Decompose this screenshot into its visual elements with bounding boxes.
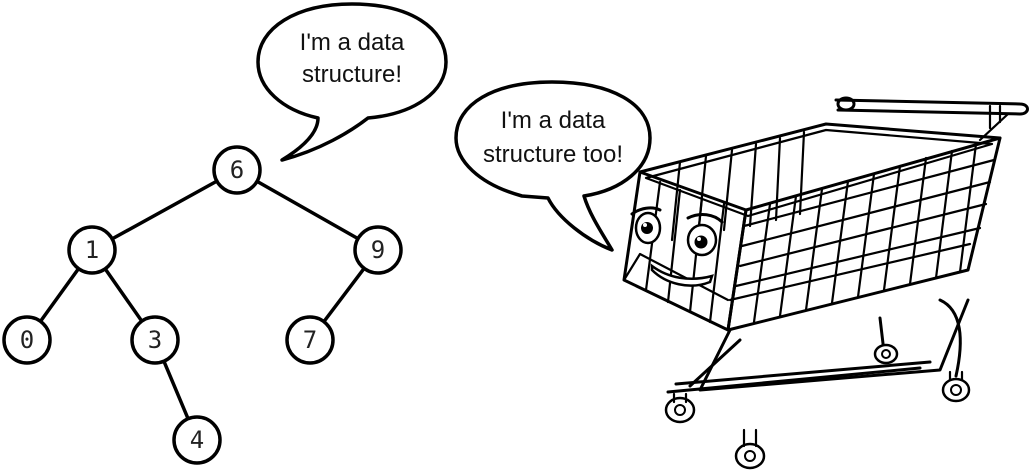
cart-wheel-back-right [941, 370, 971, 403]
cart-bubble-line-2: structure too! [483, 141, 623, 168]
tree-speech-bubble: I'm a data structure! [256, 2, 448, 162]
tree-node-label: 9 [371, 236, 385, 264]
tree-edge-6-1 [90, 168, 239, 252]
tree-node-circle [353, 225, 403, 275]
cart-handle-grip [836, 96, 856, 112]
cart-chassis [666, 298, 970, 394]
tree-node-circle [130, 315, 180, 365]
cart-handle [834, 98, 1029, 116]
cart-face [630, 206, 724, 287]
tree-nodes: 6 1 9 0 3 7 4 [2, 145, 403, 465]
tree-node-3: 3 [130, 315, 180, 365]
cart-handle-bracket [978, 104, 1010, 142]
cart-bubble-outline [454, 80, 652, 252]
tree-node-4: 4 [172, 415, 222, 465]
tree-node-label: 7 [303, 326, 317, 354]
tree-edges [25, 168, 380, 442]
tree-node-circle [212, 145, 262, 195]
tree-bubble-line-1: I'm a data [300, 29, 405, 56]
cart-wheels [664, 343, 971, 470]
cart-back-bars [670, 130, 806, 242]
tree-bubble-outline [256, 2, 448, 162]
tree-node-circle [172, 415, 222, 465]
tree-node-label: 1 [85, 236, 99, 264]
cart-right-eyebrow [686, 213, 724, 224]
cart-wheel-back-left [873, 343, 899, 365]
tree-bubble-line-2: structure! [302, 61, 402, 88]
tree-node-label: 0 [20, 326, 34, 354]
tree-node-label: 6 [230, 156, 244, 184]
cart-wheel-front-right [734, 428, 766, 470]
cart-speech-bubble: I'm a data structure too! [454, 80, 652, 252]
tree-node-7: 7 [285, 315, 335, 365]
binary-tree: 6 1 9 0 3 7 4 [2, 145, 403, 465]
tree-node-0: 0 [2, 315, 52, 365]
shopping-cart-illustration [622, 96, 1029, 470]
cart-left-eyebrow [630, 206, 662, 216]
tree-edge-6-9 [235, 168, 380, 252]
tree-node-6: 6 [212, 145, 262, 195]
tree-node-circle [2, 315, 52, 365]
cart-wheel-front-left [664, 392, 696, 424]
tree-node-label: 4 [190, 426, 204, 454]
tree-node-9: 9 [353, 225, 403, 275]
cart-bubble-line-1: I'm a data [501, 107, 606, 134]
cart-smile [650, 263, 714, 287]
tree-node-circle [285, 315, 335, 365]
tree-node-label: 3 [148, 326, 162, 354]
cart-side-wires [734, 158, 996, 288]
tree-node-circle [67, 225, 117, 275]
tree-node-1: 1 [67, 225, 117, 275]
